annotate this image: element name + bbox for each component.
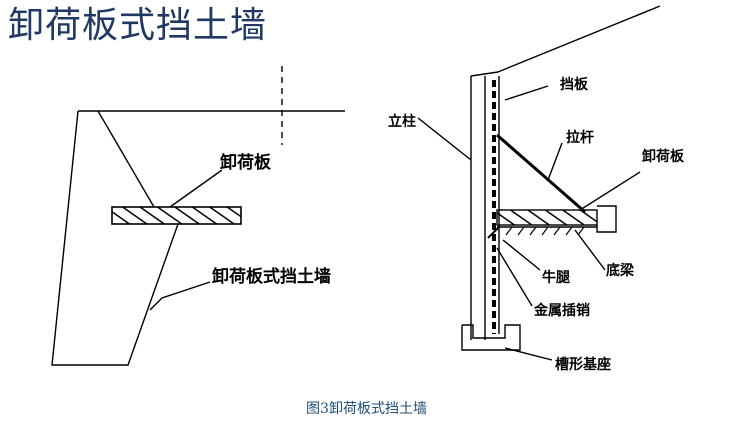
tie-rod-shape (496, 133, 586, 214)
leader-lagging (504, 85, 549, 101)
label-relief-slab-right: 卸荷板 (642, 148, 685, 165)
leader-relief-slab (169, 169, 223, 208)
label-pin: 金属插销 (533, 302, 590, 319)
label-tie-rod: 拉杆 (566, 129, 594, 146)
wall-back-upper (97, 110, 155, 208)
label-lagging: 挡板 (560, 76, 589, 93)
left-figure (51, 66, 345, 366)
pin-shape (487, 225, 501, 239)
slope-line (497, 5, 661, 73)
leader-relief-slab-right (579, 171, 641, 211)
leader-column (417, 117, 472, 161)
leader-tie-rod (547, 142, 563, 181)
leader-pin (496, 247, 533, 307)
label-bottom-beam: 底梁 (606, 262, 635, 279)
wall-body-outline (51, 110, 179, 366)
figure-caption: 图3卸荷板式挡土墙 (306, 401, 427, 417)
leader-wall (149, 281, 211, 311)
page-title: 卸荷板式挡土墙 (8, 5, 268, 46)
bottom-beam-shape (596, 205, 617, 233)
leader-corbel (502, 239, 541, 271)
label-corbel: 牛腿 (542, 269, 570, 286)
label-column: 立柱 (388, 113, 416, 130)
leader-bottom-beam (574, 229, 606, 271)
label-relief-slab-left: 卸荷板 (220, 152, 272, 173)
label-base: 槽形基座 (555, 356, 611, 373)
base-shape (461, 324, 521, 351)
leader-base (504, 347, 553, 361)
right-figure (417, 5, 661, 361)
label-relief-wall-left: 卸荷板式挡土墙 (212, 266, 331, 287)
relief-slab-shape (111, 206, 242, 225)
relief-slab-right-shape (496, 209, 598, 226)
